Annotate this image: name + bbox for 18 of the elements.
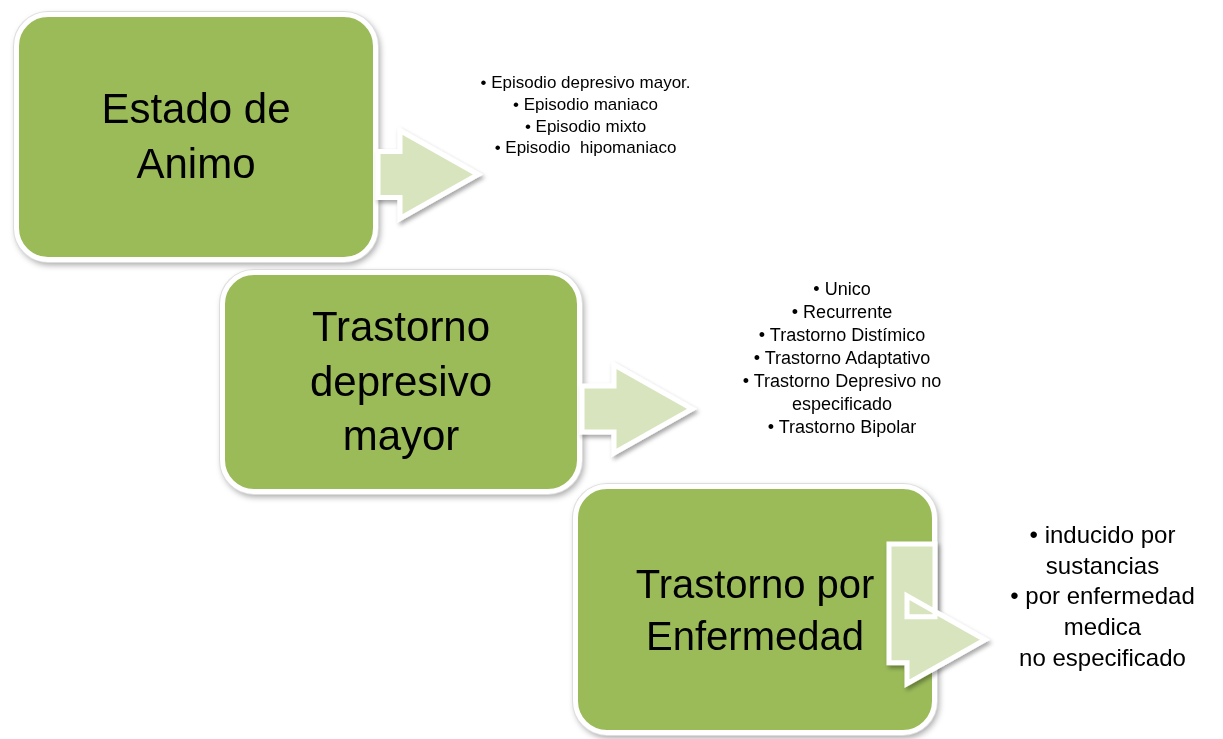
list-item: • Episodio maniaco xyxy=(512,93,659,116)
process-box xyxy=(573,484,937,735)
list-item: • Unico xyxy=(812,278,872,301)
list-item: • Trastorno Depresivo no especificado xyxy=(741,370,943,417)
box-title: Estado de Animo xyxy=(100,84,292,189)
list-item: • Trastorno Distímico xyxy=(757,324,927,348)
box-title: Trastorno por Enfermedad xyxy=(634,560,876,660)
list-item: • inducido por sustancias xyxy=(1028,520,1177,581)
process-box xyxy=(14,12,378,262)
list-item: • Trastorno Bipolar xyxy=(766,416,918,440)
list-item: • Trastorno Adaptativo xyxy=(752,347,932,371)
list-item: • Episodio mixto xyxy=(523,115,648,138)
list-item: • Episodio depresivo mayor. xyxy=(479,72,692,94)
list-item: no especificado xyxy=(1018,642,1187,673)
process-box xyxy=(220,270,582,494)
list-item: • Episodio hipomaniaco xyxy=(493,137,678,159)
list-item: • Recurrente xyxy=(790,301,894,325)
box-title: Trastorno depresivo mayor xyxy=(308,302,494,462)
